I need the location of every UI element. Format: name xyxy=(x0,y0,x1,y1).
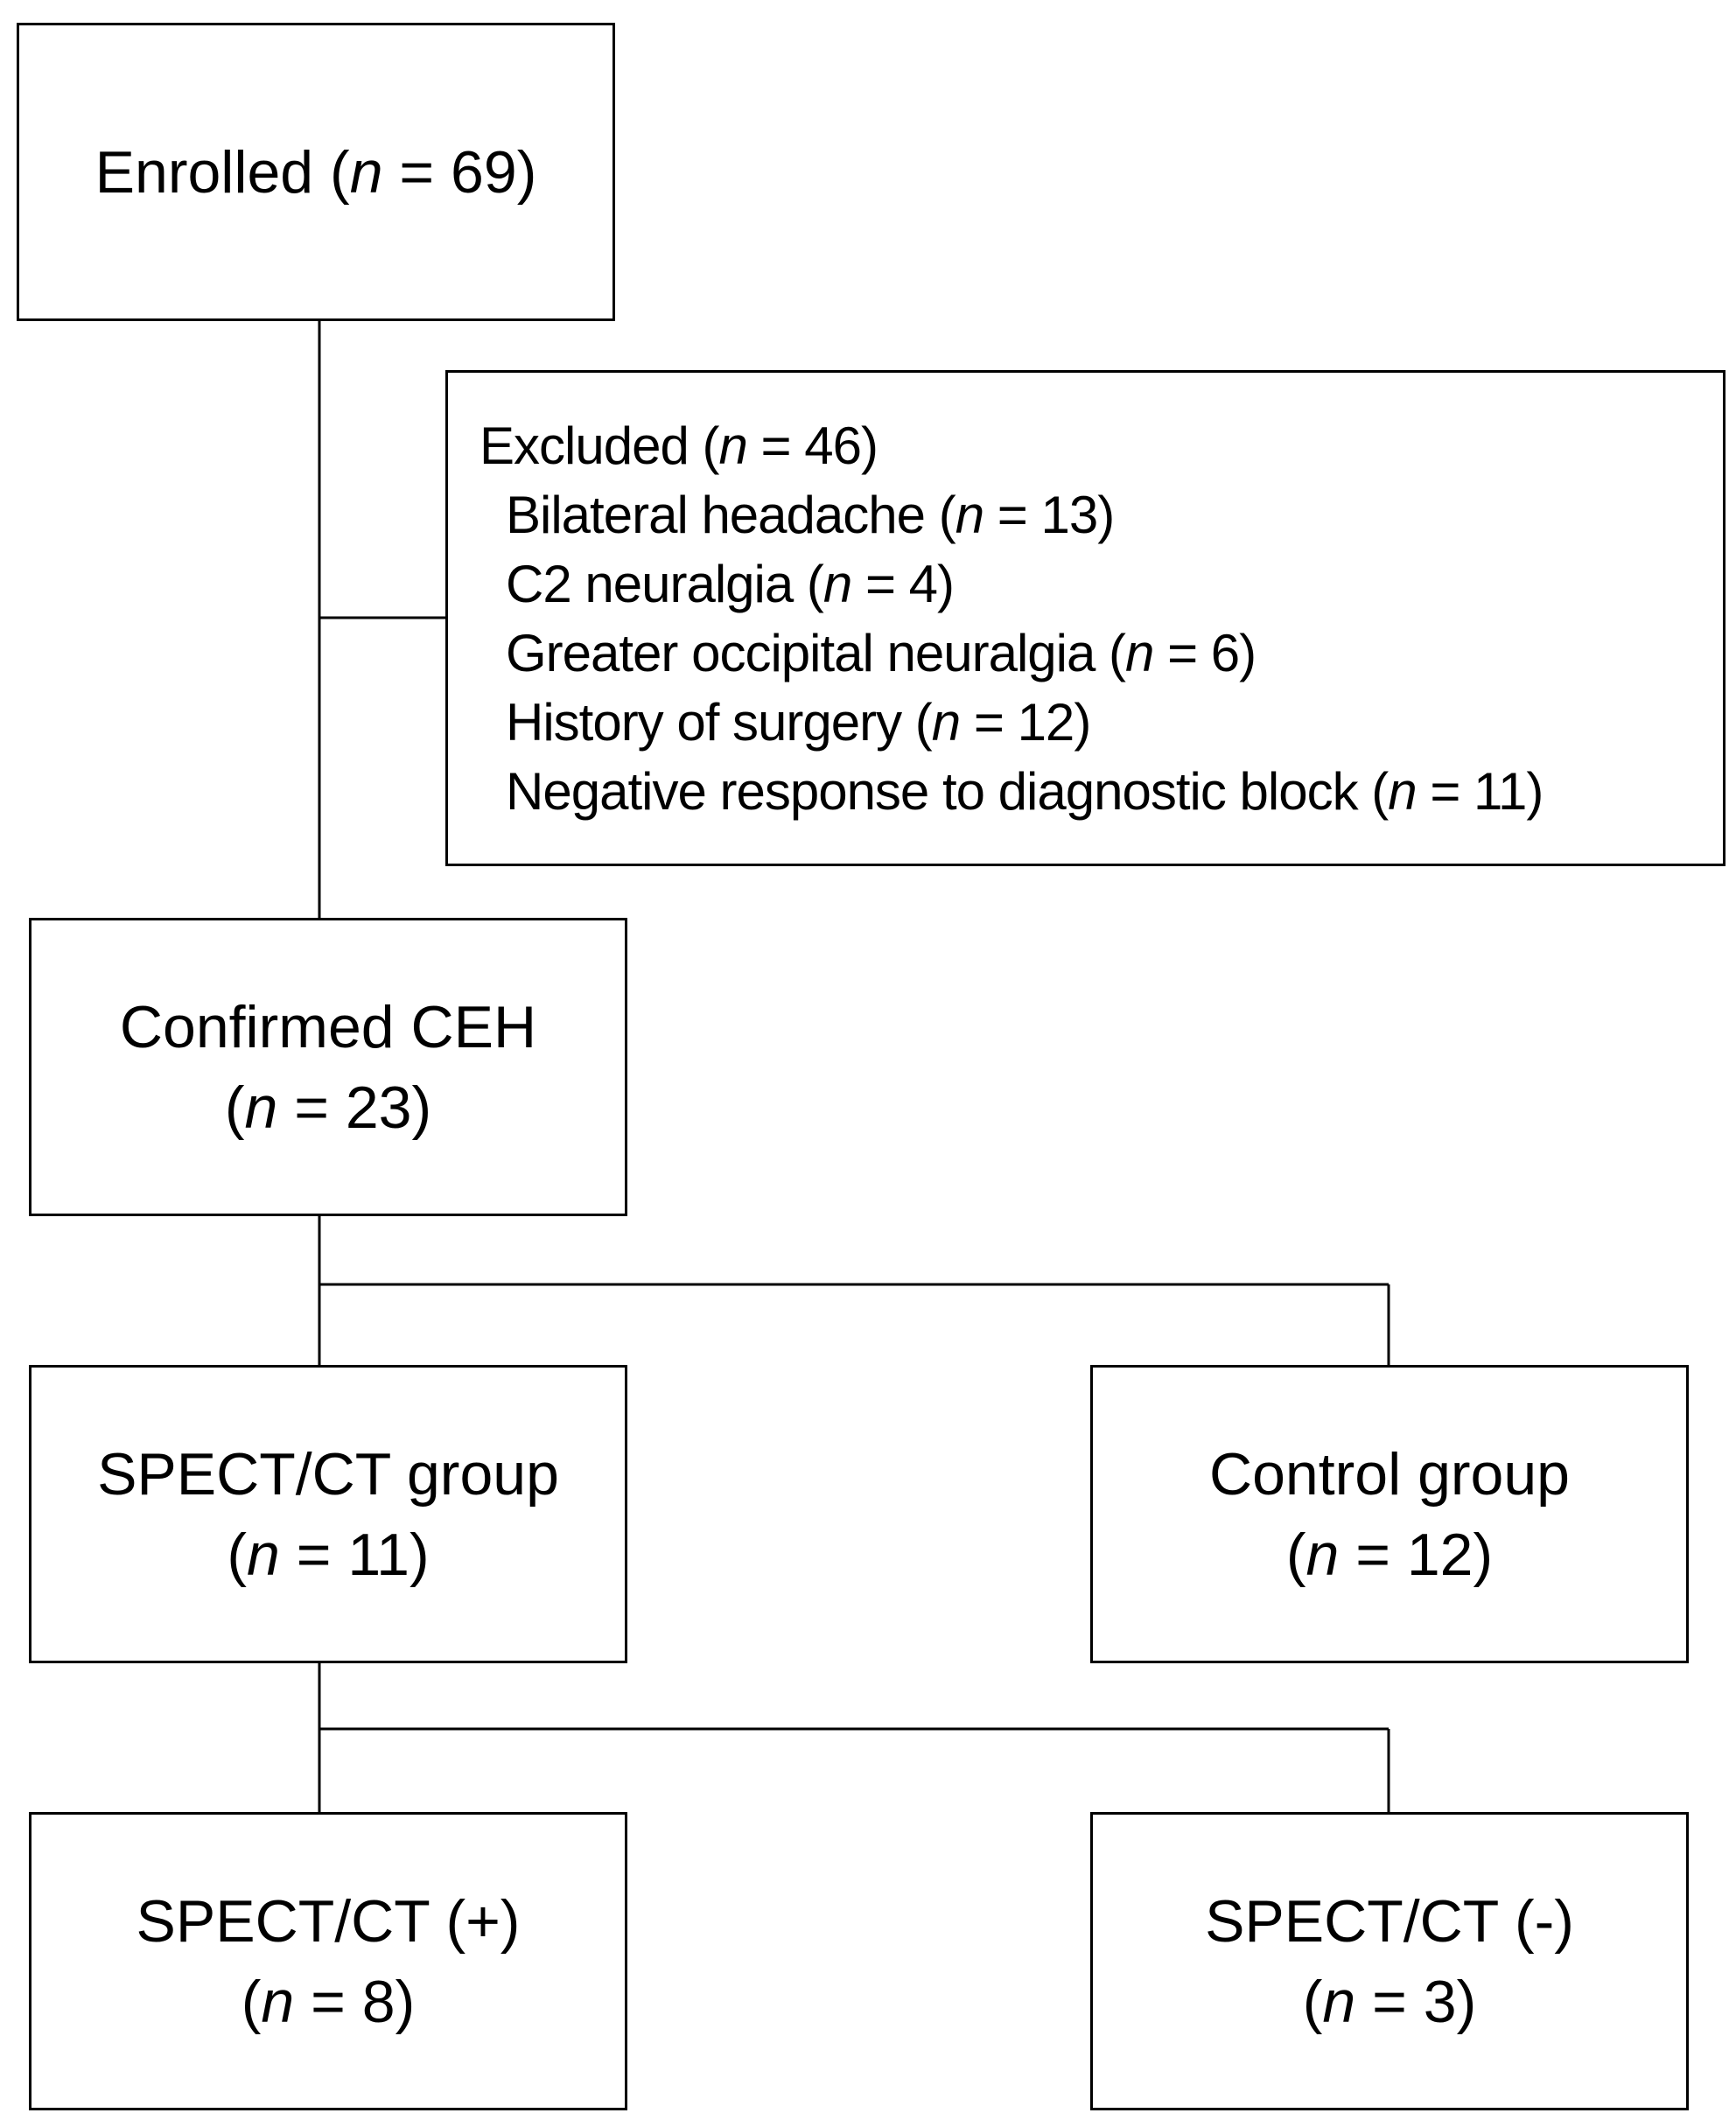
exclusion-reason: Greater occipital neuralgia (n = 6) xyxy=(506,623,1256,682)
enrolled-count: 69 xyxy=(451,138,517,206)
excluded-box: Excluded (n = 46) Bilateral headache (n … xyxy=(445,370,1726,866)
spect-ct-group-label: SPECT/CT group xyxy=(97,1440,559,1508)
control-group-count: 12 xyxy=(1406,1521,1474,1588)
enrolled-label: Enrolled xyxy=(94,138,314,206)
confirmed-ceh-label: Confirmed CEH xyxy=(119,993,537,1060)
enrolled-text: Enrolled (n = 69) xyxy=(94,138,537,206)
spect-ct-group-count-line: (n = 11) xyxy=(227,1521,430,1588)
confirmed-ceh-count: 23 xyxy=(345,1074,412,1141)
control-group-box: Control group (n = 12) xyxy=(1090,1365,1689,1663)
spect-ct-positive-label: SPECT/CT (+) xyxy=(136,1887,521,1955)
spect-ct-negative-box: SPECT/CT (-) (n = 3) xyxy=(1090,1812,1689,2110)
control-group-label: Control group xyxy=(1208,1440,1571,1508)
spect-ct-positive-count: 8 xyxy=(361,1968,396,2035)
confirmed-ceh-box: Confirmed CEH (n = 23) xyxy=(29,918,627,1216)
exclusion-reason: Negative response to diagnostic block (n… xyxy=(506,761,1544,821)
control-group-count-line: (n = 12) xyxy=(1285,1521,1494,1588)
spect-ct-negative-count: 3 xyxy=(1423,1968,1457,2035)
spect-ct-positive-count-line: (n = 8) xyxy=(241,1968,416,2035)
excluded-label: Excluded xyxy=(480,416,690,475)
excluded-count: 46 xyxy=(804,416,862,475)
exclusion-reason: C2 neuralgia (n = 4) xyxy=(506,554,955,613)
enrolled-box: Enrolled (n = 69) xyxy=(17,23,615,321)
spect-ct-group-box: SPECT/CT group (n = 11) xyxy=(29,1365,627,1663)
confirmed-ceh-count-line: (n = 23) xyxy=(224,1074,432,1141)
spect-ct-group-count: 11 xyxy=(347,1521,410,1588)
excluded-heading: Excluded (n = 46) xyxy=(480,416,878,475)
spect-ct-negative-label: SPECT/CT (-) xyxy=(1205,1887,1574,1955)
exclusion-reason: History of surgery (n = 12) xyxy=(506,692,1091,752)
exclusion-reason: Bilateral headache (n = 13) xyxy=(506,485,1115,544)
spect-ct-positive-box: SPECT/CT (+) (n = 8) xyxy=(29,1812,627,2110)
spect-ct-negative-count-line: (n = 3) xyxy=(1302,1968,1477,2035)
